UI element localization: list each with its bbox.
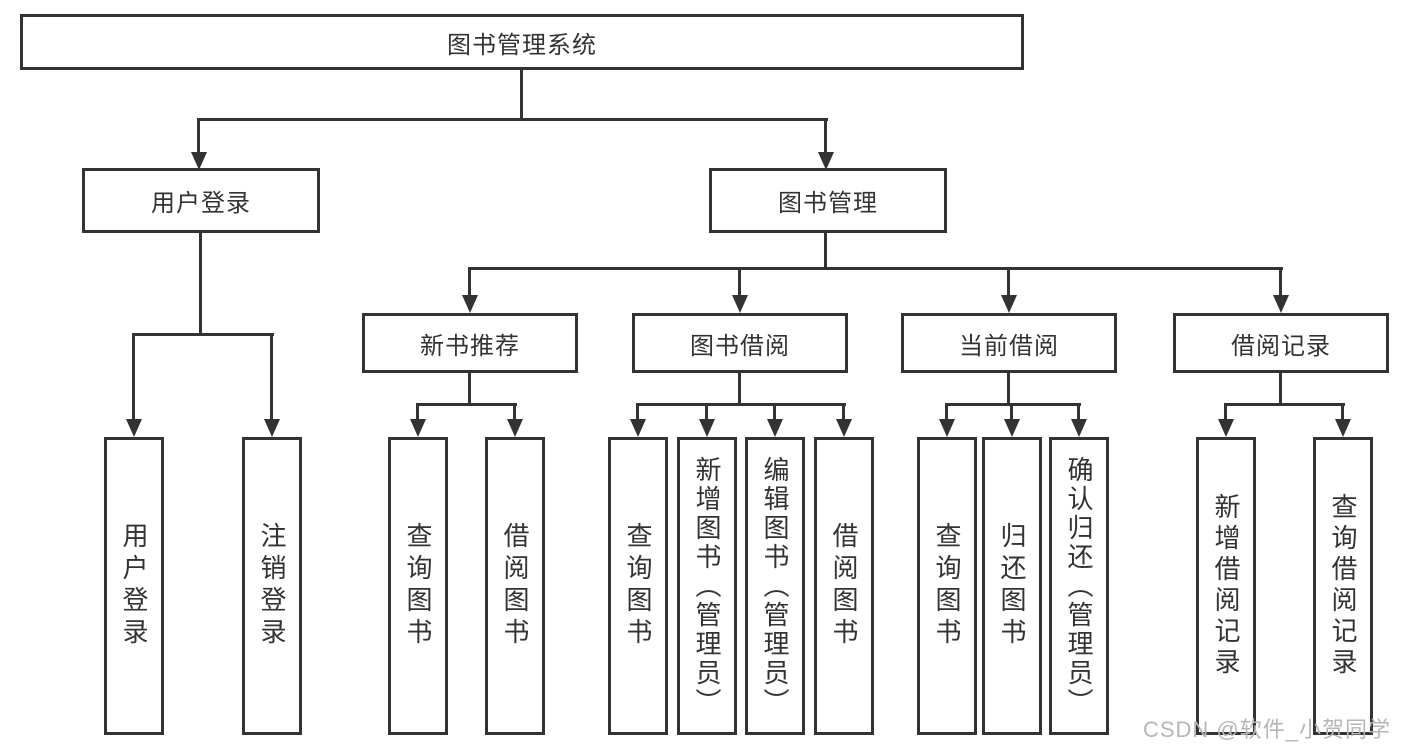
arrowhead-icon xyxy=(1218,419,1234,437)
connector-line xyxy=(468,267,1283,270)
arrowhead-icon xyxy=(507,419,523,437)
node-book-borrowing: 图书借阅 xyxy=(632,313,848,373)
leaf-confirm-return-admin: 确认归还（管理员） xyxy=(1049,437,1109,735)
node-label: 图书管理系统 xyxy=(447,31,597,59)
leaf-label: 查询图书 xyxy=(932,522,962,650)
leaf-label: 查询图书 xyxy=(403,522,433,650)
arrowhead-icon xyxy=(836,419,852,437)
leaf-label: 借阅图书 xyxy=(500,522,530,650)
leaf-label: 查询图书 xyxy=(623,522,653,650)
connector-line xyxy=(197,118,828,121)
arrowhead-icon xyxy=(1273,295,1289,313)
leaf-label: 新增图书（管理员） xyxy=(692,455,722,717)
node-borrowing-records: 借阅记录 xyxy=(1173,313,1389,373)
connector-line xyxy=(636,403,639,421)
node-library-management-system: 图书管理系统 xyxy=(20,14,1024,70)
node-book-management: 图书管理 xyxy=(709,168,947,233)
arrowhead-icon xyxy=(939,419,955,437)
arrowhead-icon xyxy=(1071,419,1087,437)
leaf-label: 借阅图书 xyxy=(829,522,859,650)
leaf-logout: 注销登录 xyxy=(242,437,302,735)
node-user-login: 用户登录 xyxy=(82,168,320,233)
connector-line xyxy=(416,403,419,421)
leaf-add-borrow-record: 新增借阅记录 xyxy=(1196,437,1256,735)
arrowhead-icon xyxy=(410,419,426,437)
leaf-borrow-books-recommend: 借阅图书 xyxy=(485,437,545,735)
node-label: 借阅记录 xyxy=(1231,332,1331,360)
connector-line xyxy=(824,233,827,270)
arrowhead-icon xyxy=(818,152,834,170)
node-label: 当前借阅 xyxy=(959,332,1059,360)
connector-line xyxy=(1279,267,1282,297)
arrowhead-icon xyxy=(630,419,646,437)
connector-line xyxy=(1341,403,1344,421)
connector-line xyxy=(1279,372,1282,406)
arrowhead-icon xyxy=(1004,419,1020,437)
connector-line xyxy=(705,403,708,421)
leaf-label: 确认归还（管理员） xyxy=(1064,455,1094,717)
arrowhead-icon xyxy=(1001,295,1017,313)
connector-line xyxy=(824,118,827,154)
leaf-return-books: 归还图书 xyxy=(982,437,1042,735)
connector-line xyxy=(1007,372,1010,406)
connector-line xyxy=(738,267,741,297)
connector-line xyxy=(636,403,846,406)
node-label: 新书推荐 xyxy=(420,332,520,360)
node-label: 图书管理 xyxy=(778,190,878,217)
leaf-borrow-books-borrowing: 借阅图书 xyxy=(814,437,874,735)
node-label: 用户登录 xyxy=(151,190,251,217)
leaf-label: 编辑图书（管理员） xyxy=(760,455,790,717)
leaf-user-login: 用户登录 xyxy=(104,437,164,735)
arrowhead-icon xyxy=(462,295,478,313)
connector-line xyxy=(1224,403,1227,421)
connector-line xyxy=(197,118,200,154)
leaf-search-books-recommend: 查询图书 xyxy=(388,437,448,735)
connector-line xyxy=(842,403,845,421)
connector-line xyxy=(945,403,1081,406)
connector-line xyxy=(1224,403,1345,406)
arrowhead-icon xyxy=(126,419,142,437)
connector-line xyxy=(945,403,948,421)
arrowhead-icon xyxy=(191,152,207,170)
leaf-label: 新增借阅记录 xyxy=(1211,493,1241,679)
connector-line xyxy=(1077,403,1080,421)
connector-line xyxy=(1007,267,1010,297)
leaf-label: 查询借阅记录 xyxy=(1328,493,1358,679)
leaf-search-borrow-record: 查询借阅记录 xyxy=(1313,437,1373,735)
arrowhead-icon xyxy=(1335,419,1351,437)
leaf-add-book-admin: 新增图书（管理员） xyxy=(677,437,737,735)
arrowhead-icon xyxy=(732,295,748,313)
connector-line xyxy=(132,333,274,336)
node-label: 图书借阅 xyxy=(690,332,790,360)
connector-line xyxy=(520,70,523,120)
arrowhead-icon xyxy=(699,419,715,437)
watermark: CSDN @软件_小贺同学 xyxy=(1142,717,1391,742)
arrowhead-icon xyxy=(264,419,280,437)
connector-line xyxy=(270,333,273,421)
arrowhead-icon xyxy=(767,419,783,437)
connector-line xyxy=(513,403,516,421)
connector-line xyxy=(738,372,741,406)
node-current-borrowing: 当前借阅 xyxy=(901,313,1117,373)
leaf-edit-book-admin: 编辑图书（管理员） xyxy=(745,437,805,735)
connector-line xyxy=(773,403,776,421)
leaf-search-books-current: 查询图书 xyxy=(917,437,977,735)
leaf-label: 归还图书 xyxy=(997,522,1027,650)
connector-line xyxy=(468,372,471,406)
leaf-label: 用户登录 xyxy=(119,522,149,650)
connector-line xyxy=(1010,403,1013,421)
connector-line xyxy=(132,333,135,421)
connector-line xyxy=(416,403,517,406)
connector-line xyxy=(199,233,202,336)
leaf-label: 注销登录 xyxy=(257,522,287,650)
leaf-search-books-borrowing: 查询图书 xyxy=(608,437,668,735)
node-new-book-recommend: 新书推荐 xyxy=(362,313,578,373)
connector-line xyxy=(468,267,471,297)
